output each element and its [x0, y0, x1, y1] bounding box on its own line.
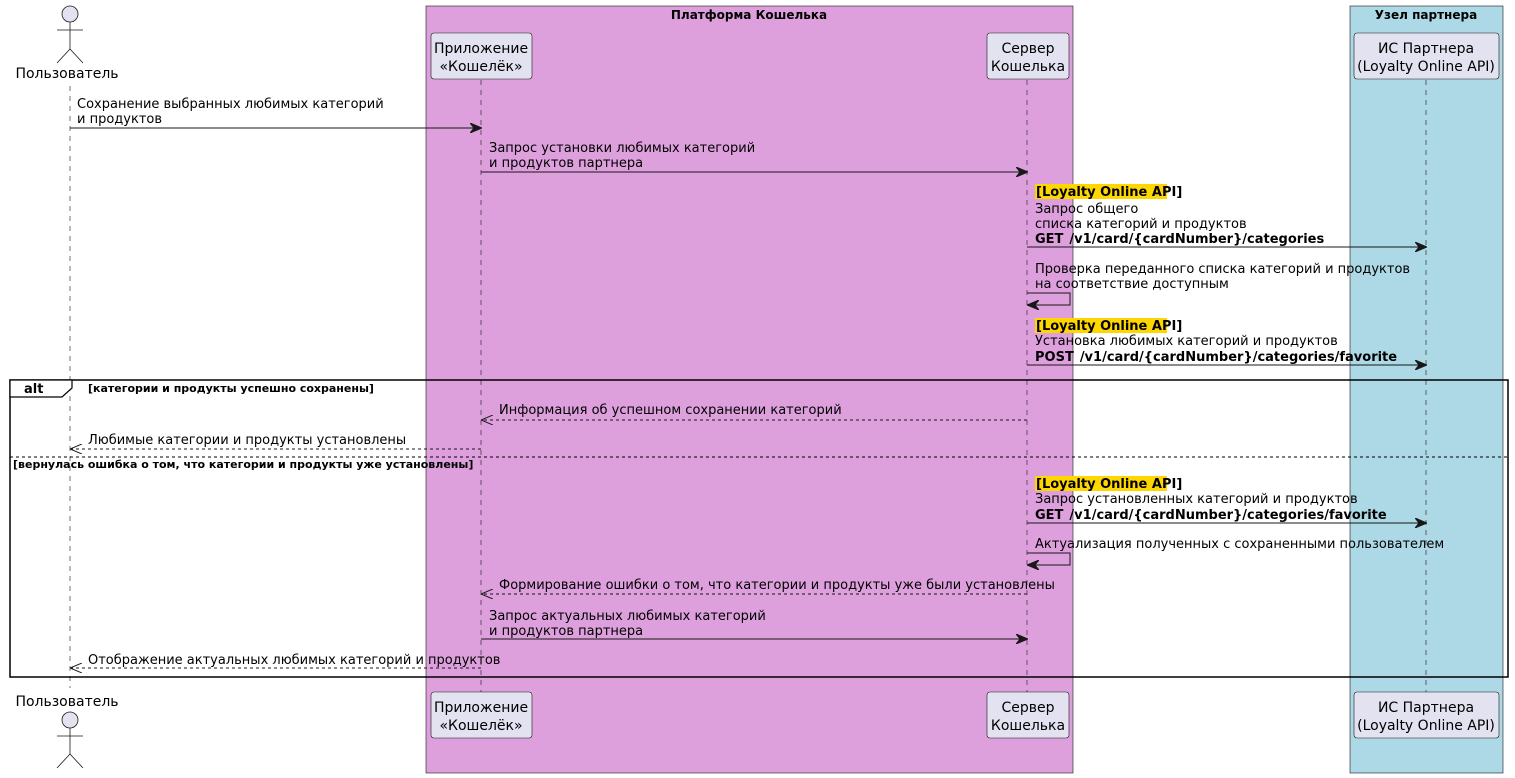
- actor-user-bottom: Пользователь: [15, 694, 119, 769]
- message-get-favorites: [Loyalty Online API] Запрос установленны…: [1027, 476, 1426, 523]
- api-tag: [Loyalty Online API]: [1036, 319, 1182, 334]
- participant-partner-label-1: ИС Партнера: [1378, 41, 1474, 57]
- message-label: и продуктов партнера: [489, 156, 643, 171]
- partner-node-box: [1349, 5, 1504, 774]
- actor-head-icon: [61, 5, 79, 23]
- alt-condition-success: [категории и продукты успешно сохранены]: [88, 382, 374, 395]
- api-tag: [Loyalty Online API]: [1036, 477, 1182, 492]
- message-get-categories: [Loyalty Online API] Запрос общего списк…: [1027, 184, 1426, 247]
- partner-node-box-title: Узел партнера: [1375, 8, 1477, 22]
- api-tag-highlight: [1035, 184, 1167, 199]
- participant-app-label-2: «Кошелёк»: [439, 59, 522, 75]
- participant-server-top: Сервер Кошелька: [986, 32, 1070, 80]
- actor-user-label-bottom: Пользователь: [15, 694, 118, 710]
- api-tag-highlight: [1035, 476, 1167, 491]
- message-endpoint: GET/v1/card/{cardNumber}/categories/favo…: [1035, 508, 1387, 523]
- message-endpoint: GET/v1/card/{cardNumber}/categories: [1035, 232, 1324, 247]
- participant-app-top: Приложение «Кошелёк»: [430, 32, 533, 80]
- participant-app-bottom: Приложение «Кошелёк»: [430, 691, 533, 739]
- message-display-actual: Отображение актуальных любимых категорий…: [71, 653, 500, 668]
- platform-box-title: Платформа Кошелька: [671, 8, 827, 22]
- actor-user-top: Пользователь: [15, 5, 119, 82]
- alt-fragment: alt [категории и продукты успешно сохран…: [9, 379, 1509, 678]
- participant-app-label-1: Приложение: [434, 700, 528, 716]
- message-label: на соответствие доступным: [1035, 277, 1229, 292]
- participant-partner-bottom: ИС Партнера (Loyalty Online API): [1353, 691, 1500, 739]
- actor-user-label-top: Пользователь: [15, 66, 118, 82]
- message-validate-self: Проверка переданного списка категорий и …: [1027, 262, 1410, 305]
- message-label: Любимые категории и продукты установлены: [88, 433, 406, 448]
- participant-partner-label-2: (Loyalty Online API): [1357, 59, 1495, 75]
- message-label: Установка любимых категорий и продуктов: [1035, 334, 1338, 349]
- message-label: Информация об успешном сохранении катего…: [499, 403, 842, 418]
- message-label: списка категорий и продуктов: [1035, 217, 1247, 232]
- participant-server-label-2: Кошелька: [991, 59, 1065, 75]
- platform-box: [425, 5, 1074, 774]
- message-label: Проверка переданного списка категорий и …: [1035, 262, 1410, 277]
- participant-partner-label-1: ИС Партнера: [1378, 700, 1474, 716]
- api-tag: [Loyalty Online API]: [1036, 185, 1182, 200]
- message-label: Сохранение выбранных любимых категорий: [77, 97, 384, 112]
- message-post-favorites: [Loyalty Online API] Установка любимых к…: [1027, 318, 1426, 365]
- participant-app-label-2: «Кошелёк»: [439, 718, 522, 734]
- message-set-favorites-request: Запрос установки любимых категорий и про…: [481, 141, 1027, 172]
- participant-partner-top: ИС Партнера (Loyalty Online API): [1353, 32, 1500, 80]
- alt-frame: [9, 379, 1509, 678]
- actor-head-icon: [61, 711, 79, 729]
- api-tag-highlight: [1035, 318, 1167, 333]
- message-actualize-self: Актуализация полученных с сохраненными п…: [1027, 537, 1444, 565]
- participant-server-bottom: Сервер Кошелька: [986, 691, 1070, 739]
- participant-server-label-1: Сервер: [1001, 41, 1054, 57]
- message-label: и продуктов: [77, 112, 162, 127]
- message-label: Актуализация полученных с сохраненными п…: [1035, 537, 1444, 552]
- message-error-formed: Формирование ошибки о том, что категории…: [482, 578, 1055, 594]
- message-label: Запрос установки любимых категорий: [489, 141, 755, 156]
- message-label: Формирование ошибки о том, что категории…: [499, 578, 1055, 593]
- alt-label-tab: [9, 379, 73, 398]
- participant-server-label-2: Кошелька: [991, 718, 1065, 734]
- participant-app-label-1: Приложение: [434, 41, 528, 57]
- message-arrow: [1027, 552, 1071, 565]
- participant-server-label-1: Сервер: [1001, 700, 1054, 716]
- message-favorites-set: Любимые категории и продукты установлены: [71, 433, 481, 449]
- alt-condition-error: [вернулась ошибка о том, что категории и…: [13, 458, 473, 471]
- message-endpoint: POST/v1/card/{cardNumber}/categories/fav…: [1035, 350, 1397, 365]
- message-label: Отображение актуальных любимых категорий…: [88, 653, 500, 668]
- message-actual-favorites-request: Запрос актуальных любимых категорий и пр…: [481, 609, 1027, 639]
- message-label: Запрос установленных категорий и продукт…: [1035, 492, 1358, 507]
- message-success-info: Информация об успешном сохранении катего…: [482, 403, 1027, 420]
- message-label: и продуктов партнера: [489, 624, 643, 639]
- alt-keyword: alt: [24, 382, 43, 397]
- message-arrow: [1027, 292, 1071, 305]
- participant-partner-label-2: (Loyalty Online API): [1357, 718, 1495, 734]
- message-save-selection: Сохранение выбранных любимых категорий и…: [70, 97, 481, 128]
- message-label: Запрос общего: [1035, 202, 1138, 217]
- message-label: Запрос актуальных любимых категорий: [489, 609, 766, 624]
